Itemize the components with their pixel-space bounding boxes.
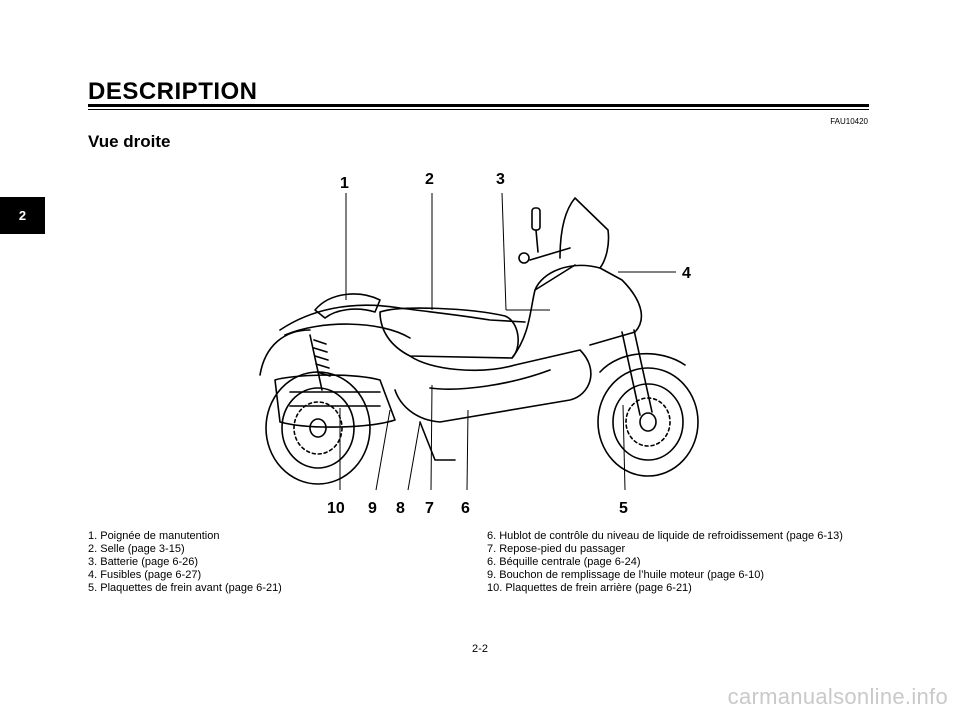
callout-3: 3 <box>496 171 505 188</box>
scooter-illustration: 1 2 3 4 5 6 7 8 9 10 <box>259 171 699 517</box>
header-rule <box>88 104 869 107</box>
section-title: Vue droite <box>88 132 171 151</box>
callout-9: 9 <box>368 500 377 517</box>
watermark: carmanualsonline.info <box>727 684 948 709</box>
document-code: FAU10420 <box>830 117 868 126</box>
legend-item: 4. Fusibles (page 6-27) <box>88 569 202 581</box>
legend-item: 6. Hublot de contrôle du niveau de liqui… <box>487 530 843 542</box>
legend-item: 1. Poignée de manutention <box>88 530 220 542</box>
callout-4: 4 <box>682 265 691 282</box>
callout-6: 6 <box>461 500 470 517</box>
callout-8: 8 <box>396 500 405 517</box>
callout-7: 7 <box>425 500 434 517</box>
legend-item: 2. Selle (page 3-15) <box>88 543 185 555</box>
callout-1: 1 <box>340 175 349 192</box>
legend-right: 6. Hublot de contrôle du niveau de liqui… <box>487 530 843 595</box>
callout-5: 5 <box>619 500 628 517</box>
legend-item: 6. Béquille centrale (page 6-24) <box>487 556 641 568</box>
legend-item: 7. Repose-pied du passager <box>487 543 626 555</box>
legend-left: 1. Poignée de manutention 2. Selle (page… <box>88 530 282 595</box>
legend-item: 10. Plaquettes de frein arrière (page 6-… <box>487 582 692 594</box>
header-rule-thin <box>88 109 869 110</box>
legend-item: 3. Batterie (page 6-26) <box>88 556 199 568</box>
page-number: 2-2 <box>472 643 488 655</box>
legend-item: 5. Plaquettes de frein avant (page 6-21) <box>88 582 282 594</box>
callout-10: 10 <box>327 500 345 517</box>
callout-2: 2 <box>425 171 434 188</box>
legend-item: 9. Bouchon de remplissage de l’huile mot… <box>487 569 764 581</box>
page-header-title: DESCRIPTION <box>88 78 258 105</box>
chapter-tab[interactable]: 2 <box>0 197 45 234</box>
